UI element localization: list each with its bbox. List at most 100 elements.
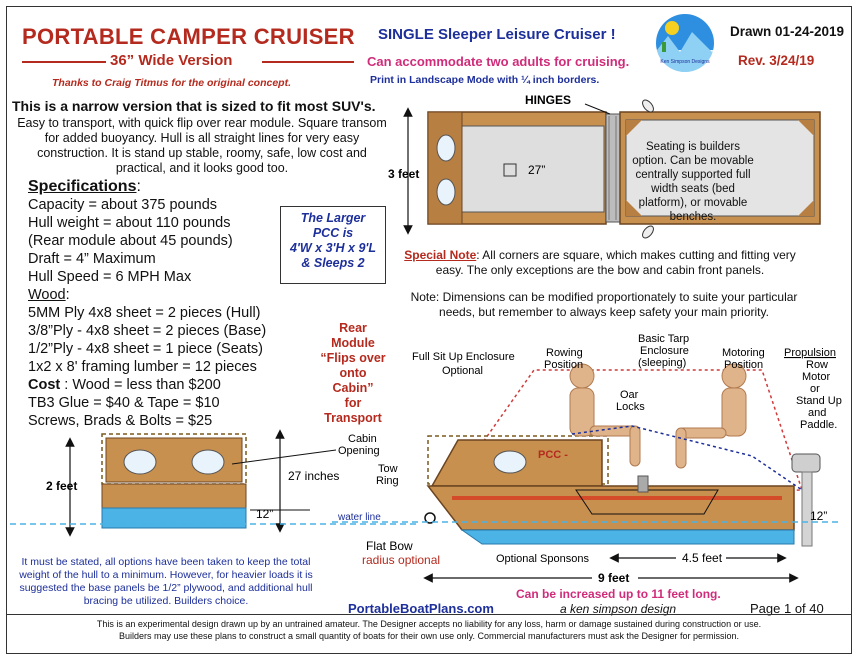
hull-end-submerged [101,507,247,529]
hatch-square [503,163,517,177]
specs-heading: Specifications: [28,178,141,196]
larger-line-2: PCC is [312,226,354,240]
specs-list: Capacity = about 375 pounds Hull weight … [28,196,266,430]
logo-text: Ken Simpson Designs [660,59,710,65]
designer-credit: a ken simpson design [560,602,677,616]
top-view-diagram: 3 feet 27” HINGES [388,93,821,239]
seating-note: Seating is builders option. Can be movab… [632,141,754,223]
special-note-text: : All corners are square, which makes cu… [435,248,796,277]
version-title: 36” Wide Version [110,52,233,69]
hinge-strip [605,113,621,223]
larger-pcc-box: The Larger PCC is 4'W x 3'H x 9'L & Slee… [280,206,386,284]
end-view-diagram: 2 feet 27 inches 12” Cabin Opening [10,429,420,537]
spec-screws: Screws, Brads & Bolts = $25 [28,413,213,429]
footer-rule [6,614,852,615]
designer-logo: Ken Simpson Designs [656,14,714,72]
prop-6: and [808,407,826,419]
spec-draft: Draft = 4” Maximum [28,251,156,267]
spec-glue: TB3 Glue = $40 & Tape = $10 [28,395,220,411]
propulsion-label: Propulsion [784,347,836,359]
outboard-motor [791,453,821,473]
side-view-diagram: PCC - water line 12” Full Sit Up Enclosu… [332,333,842,585]
spec-cost: Cost : Wood = less than $200 [28,376,266,394]
end-porthole-right [191,449,225,475]
porthole-top [436,134,456,162]
full-sit-label-2: Optional [442,365,483,377]
wood-heading-colon: : [65,287,70,303]
specs-heading-text: Specifications [28,178,137,195]
dim-9-label: 9 feet [598,571,629,585]
end-side-dim: 12” [256,507,273,521]
prop-2: Row [806,359,828,371]
oarlock-top [642,99,654,113]
stern-dim: 12” [810,509,827,523]
prop-4: or [810,383,820,395]
spec-wood-1: 5MM Ply 4x8 sheet = 2 pieces (Hull) [28,305,261,321]
oar-label-1: Oar [620,389,639,401]
wood-heading: Wood: [28,286,266,304]
spec-rear-weight: (Rear module about 45 pounds) [28,233,233,249]
page-border [6,6,852,654]
motoring-label-1: Motoring [722,347,765,359]
oar-label-2: Locks [616,401,645,413]
disclaimer-line-1: This is an experimental design drawn up … [96,619,762,629]
end-porthole-left [123,449,157,475]
website-link[interactable]: PortableBoatPlans.com [348,601,494,616]
water-line-label: water line [337,512,381,523]
tow-ring [424,512,436,524]
main-title: PORTABLE CAMPER CRUISER [22,24,355,49]
dimension-note: Note: Dimensions can be modified proport… [410,290,798,319]
spec-capacity: Capacity = about 375 pounds [28,197,218,213]
motoring-label-2: Position [724,359,763,371]
rowing-label-2: Position [544,359,583,371]
end-height-label: 2 feet [46,479,77,493]
prop-3: Motor [802,371,830,383]
tow-label-2: Ring [376,475,399,487]
print-note: Print in Landscape Mode with ¼ inch bord… [370,74,600,86]
cabin-floor [461,125,605,213]
oarlock [637,475,649,493]
special-note-label: Special Note [404,248,477,262]
inner-dimension: 27” [528,163,545,177]
larger-line-3: 4'W x 3'H x 9'L [289,241,377,255]
hull-side [426,485,795,531]
spec-speed: Hull Speed = 6 MPH Max [28,269,192,285]
weight-note: It must be stated, all options have been… [19,556,313,607]
cabin-opening-1: Cabin [348,433,377,445]
cabin-opening-2: Opening [338,445,380,457]
thanks-note: Thanks to Craig Titmus for the original … [52,77,291,89]
porthole-bottom [436,178,456,206]
rear-line-5: for [344,396,362,410]
pcc-label: PCC - [538,449,568,461]
subtitle: SINGLE Sleeper Leisure Cruiser ! [378,26,616,43]
flat-bow-label: Flat Bow [366,539,413,553]
tarp-label-3: (sleeping) [638,357,686,369]
page-number: Page 1 of 40 [750,601,824,616]
end-inches-label: 27 inches [288,469,339,483]
rear-line-2: Module [331,336,375,350]
headline: This is a narrow version that is sized t… [12,98,376,114]
bow-panel [427,111,463,225]
full-sit-label-1: Full Sit Up Enclosure [412,351,515,363]
cost-text: : Wood = less than $200 [60,377,221,393]
disclaimer: This is an experimental design drawn up … [6,618,852,642]
hull-submerged [460,529,795,545]
revision-date: Rev. 3/24/19 [738,53,815,68]
rear-line-4: onto Cabin” [332,366,374,395]
rear-line-3: “Flips over [320,351,386,365]
increase-note: Can be increased up to 11 feet long. [516,587,721,601]
tarp-label-1: Basic Tarp [638,333,689,345]
oarlock-bottom [642,225,654,239]
spec-wood-2: 3/8”Ply - 4x8 sheet = 2 pieces (Base) [28,323,267,339]
tow-label-1: Tow [378,463,398,475]
special-note: Special Note: All corners are square, wh… [400,248,800,278]
sponsons-label: Optional Sponsons [496,553,589,565]
larger-line-1: The Larger [300,211,366,225]
side-porthole [493,450,527,474]
tarp-label-2: Enclosure [640,345,689,357]
larger-line-4: & Sleeps 2 [301,256,365,270]
seating-area [625,119,815,217]
disclaimer-line-2: Builders may use these plans to construc… [118,631,740,641]
hinges-label: HINGES [525,93,571,107]
